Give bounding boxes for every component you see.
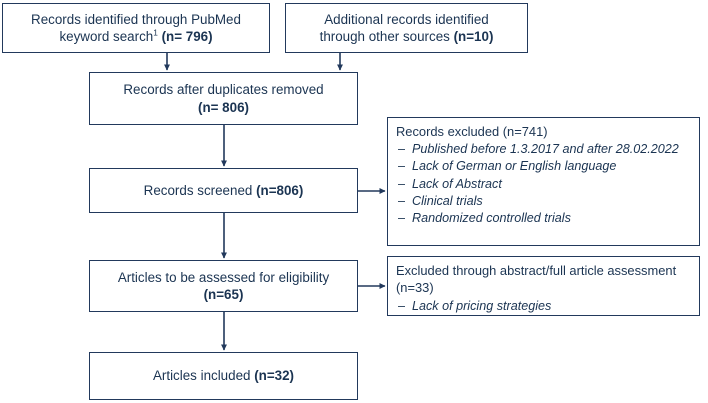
node-screened-count: (n=806) [256,182,304,198]
node-excluded-abstract-list: Lack of pricing strategies [396,298,693,315]
node-duplicates-line2: (n= 806) [198,99,249,116]
node-screened-line1: Records screened (n=806) [144,182,304,199]
node-articles-assessed-for-eligibility: Articles to be assessed for eligibility … [89,260,358,312]
node-additional-count: (n=10) [453,29,494,44]
list-item: Published before 1.3.2017 and after 28.0… [396,141,693,157]
node-records-identified-pubmed: Records identified through PubMed keywor… [2,3,270,53]
node-additional-line1: Additional records identified [324,11,489,27]
node-pubmed-line1: Records identified through PubMed [31,11,241,27]
node-excluded-abstract-heading: Excluded through abstract/full article a… [396,263,677,296]
list-item: Lack of pricing strategies [396,298,693,314]
node-additional-records-identified: Additional records identified through ot… [285,3,528,53]
node-articles-included: Articles included (n=32) [89,352,358,400]
node-additional-line2: through other sources (n=10) [320,28,494,45]
node-eligibility-line1: Articles to be assessed for eligibility [117,269,330,285]
node-additional-line2-prefix: through other sources [319,29,454,44]
node-screened-label: Records screened [143,182,257,198]
node-included-label: Articles included [152,368,255,384]
node-duplicates-count: (n= 806) [198,99,249,115]
node-records-screened: Records screened (n=806) [89,168,358,213]
node-excluded-through-abstract-assessment: Excluded through abstract/full article a… [387,256,700,316]
node-pubmed-line2: keyword search1 (n= 796) [59,28,212,45]
node-records-excluded-heading: Records excluded (n=741) [396,124,548,139]
node-included-line1: Articles included (n=32) [153,367,294,384]
node-included-count: (n=32) [254,368,295,384]
node-pubmed-line2-prefix: keyword search [59,29,154,44]
node-records-excluded-list: Published before 1.3.2017 and after 28.0… [396,141,693,227]
node-records-after-duplicates-removed: Records after duplicates removed (n= 806… [89,72,358,125]
node-pubmed-footnote-marker: 1 [153,27,158,38]
list-item: Clinical trials [396,193,693,209]
node-eligibility-line2: (n=65) [204,286,244,303]
node-pubmed-count: (n= 796) [161,29,213,44]
list-item: Randomized controlled trials [396,210,693,226]
node-eligibility-count: (n=65) [203,287,244,302]
node-records-excluded: Records excluded (n=741) Published befor… [387,117,700,246]
list-item: Lack of Abstract [396,176,693,192]
list-item: Lack of German or English language [396,158,693,174]
node-duplicates-line1: Records after duplicates removed [123,82,324,98]
